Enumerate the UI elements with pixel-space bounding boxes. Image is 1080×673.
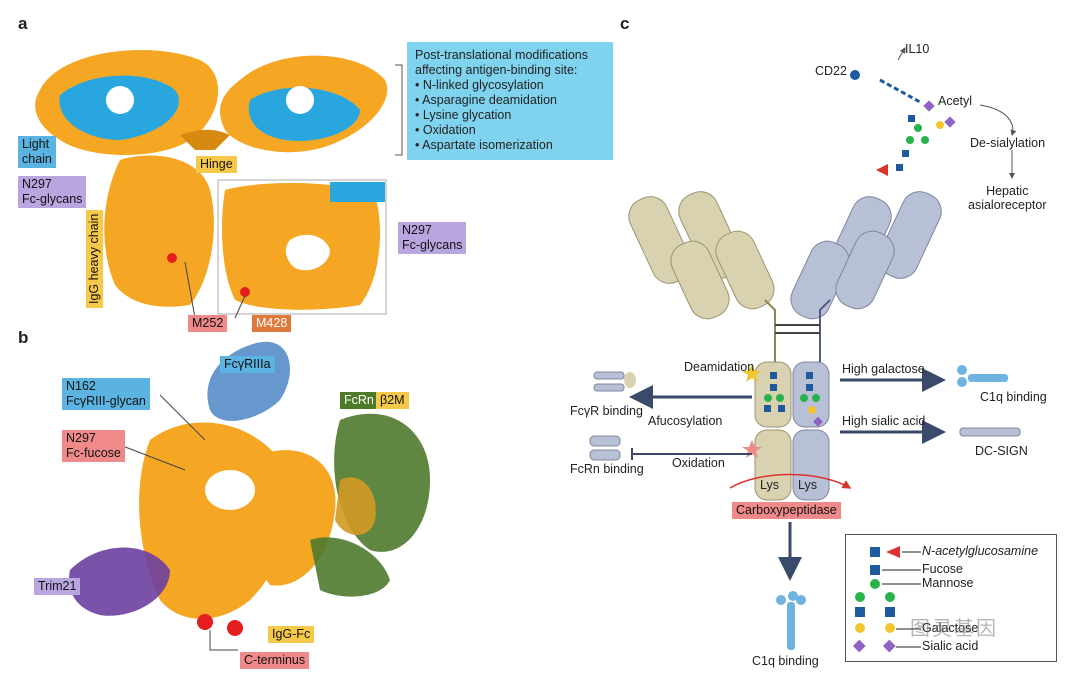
oxidation-label: Oxidation bbox=[672, 456, 725, 470]
lys-left-label: Lys bbox=[760, 478, 779, 492]
ptm-item: Asparagine deamidation bbox=[415, 93, 605, 108]
ptm-item: Aspartate isomerization bbox=[415, 138, 605, 153]
carboxypeptidase-label: Carboxypeptidase bbox=[732, 502, 841, 519]
n297-fucose-label: N297 Fc-fucose bbox=[62, 430, 125, 462]
b2m-label: β2M bbox=[376, 392, 409, 409]
m252-label: M252 bbox=[188, 315, 228, 332]
hepatic-label: Hepatic asialoreceptor bbox=[968, 184, 1047, 212]
c1q-binding-bottom-label: C1q binding bbox=[752, 654, 819, 668]
n297-fc-glycans-label-right: N297 Fc-glycans bbox=[398, 222, 467, 254]
watermark: 图灵基因 bbox=[910, 618, 998, 640]
acetyl-label: Acetyl bbox=[938, 94, 973, 108]
panel-letter-c: c bbox=[620, 14, 630, 33]
fcgriiia-label: FcγRIIIa bbox=[220, 356, 275, 373]
ptm-item: N-linked glycosylation bbox=[415, 78, 605, 93]
igg-fc-label: IgG-Fc bbox=[268, 626, 315, 643]
legend-nag: N-acetylglucosamine bbox=[922, 544, 1039, 558]
ptm-title: Post-translational modifications affecti… bbox=[415, 48, 588, 77]
panel-letter-a: a bbox=[18, 14, 28, 33]
de-sialylation-label: De-sialylation bbox=[970, 136, 1046, 150]
hinge-label: Hinge bbox=[196, 156, 237, 173]
panel-letter-b: b bbox=[18, 328, 29, 347]
legend-mannose: Mannose bbox=[922, 576, 974, 590]
high-sialic-label: High sialic acid bbox=[842, 414, 926, 428]
light-chain-label: Light chain bbox=[18, 136, 56, 168]
ptm-item: Lysine glycation bbox=[415, 108, 605, 123]
m428-label: M428 bbox=[252, 315, 292, 332]
deamidation-label: Deamidation bbox=[684, 360, 755, 374]
glycan-legend: N-acetylglucosamine Fucose Mannose Galac… bbox=[845, 534, 1057, 662]
fcrn-label: FcRn bbox=[340, 392, 378, 409]
c1q-binding-right-label: C1q binding bbox=[980, 390, 1047, 404]
cd22-label: CD22 bbox=[815, 64, 847, 78]
c-terminus-label: C-terminus bbox=[240, 652, 310, 669]
high-galactose-label: High galactose bbox=[842, 362, 925, 376]
il10-label: IL10 bbox=[905, 42, 930, 56]
dc-sign-label: DC-SIGN bbox=[975, 444, 1028, 458]
legend-fucose: Fucose bbox=[922, 562, 963, 576]
trim21-label: Trim21 bbox=[34, 578, 81, 595]
legend-galactose: Galactose bbox=[922, 621, 979, 635]
n297-fc-glycans-label-left: N297 Fc-glycans bbox=[18, 176, 87, 208]
fcrn-binding-label: FcRn binding bbox=[570, 462, 644, 476]
ptm-box: Post-translational modifications affecti… bbox=[407, 42, 613, 160]
lys-right-label: Lys bbox=[798, 478, 817, 492]
legend-sialic: Sialic acid bbox=[922, 639, 979, 653]
n162-label: N162 FcγRIII-glycan bbox=[62, 378, 150, 410]
legend-symbols bbox=[852, 546, 921, 653]
ptm-item: Oxidation bbox=[415, 123, 605, 138]
fcgr-binding-label: FcγR binding bbox=[570, 404, 643, 418]
afucosylation-label: Afucosylation bbox=[648, 414, 723, 428]
